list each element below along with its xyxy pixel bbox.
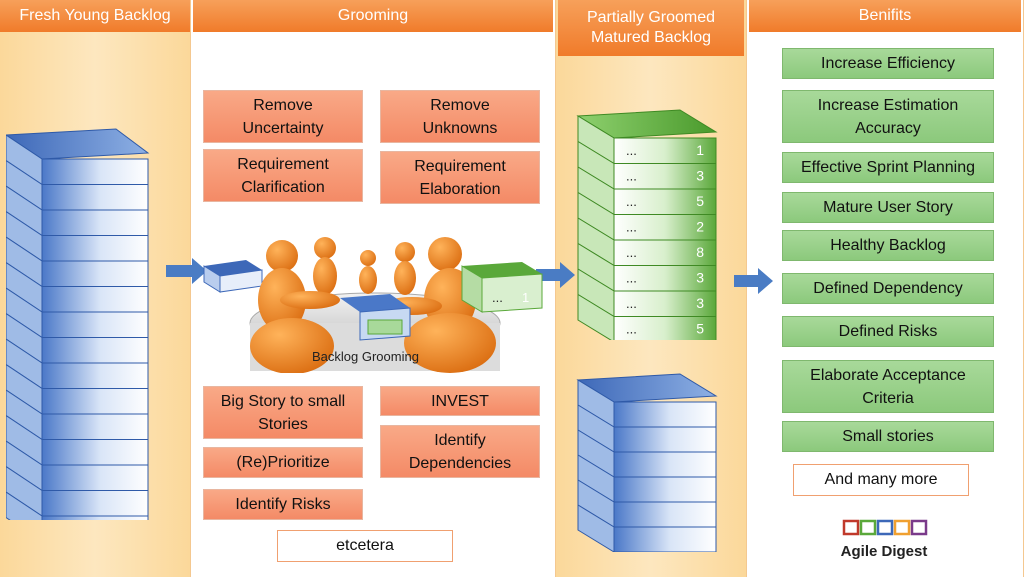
matured-item-label: ... — [626, 322, 637, 337]
matured-item-value: 2 — [696, 219, 704, 235]
matured-item: ... 3 — [577, 268, 717, 318]
arrow-to-grooming — [166, 258, 207, 284]
grooming-item: Requirement Clarification — [203, 149, 363, 202]
matured-backlog-stack: ... 1... 3... 5... 2... 8... 3... 3... 5 — [576, 109, 718, 340]
grooming-item: (Re)Prioritize — [203, 447, 363, 478]
matured-item: ... 3 — [577, 140, 717, 190]
matured-item-value: 3 — [696, 168, 704, 184]
matured-item-value: 3 — [696, 295, 704, 311]
benefit-item: Healthy Backlog — [782, 230, 994, 261]
meeting-figures-image: ... 1 Backlog Grooming — [203, 237, 543, 374]
benefit-item: Elaborate Acceptance Criteria — [782, 360, 994, 413]
backlog-slab — [6, 338, 149, 390]
matured-item-label: ... — [626, 169, 637, 184]
benefit-item: Small stories — [782, 421, 994, 452]
grooming-item: Remove Unknowns — [380, 90, 540, 143]
benefit-item: Defined Dependency — [782, 273, 994, 304]
groomed-item-number: 1 — [522, 290, 529, 305]
benefit-item: Defined Risks — [782, 316, 994, 347]
matured-item-label: ... — [626, 245, 637, 260]
backlog-slab — [6, 389, 149, 441]
backlog-slab — [6, 236, 149, 288]
backlog-slab — [6, 210, 149, 262]
benefits-more: And many more — [793, 464, 969, 496]
groomed-item-label: ... — [492, 290, 503, 305]
backlog-slab — [6, 312, 149, 364]
matured-item-label: ... — [626, 271, 637, 286]
remaining-backlog-stack — [576, 373, 718, 552]
matured-item-label: ... — [626, 194, 637, 209]
matured-item-value: 1 — [696, 142, 704, 158]
matured-item-label: ... — [626, 220, 637, 235]
matured-item: ... 2 — [577, 191, 717, 241]
header-grooming: Grooming — [193, 0, 553, 32]
logo-boxes-icon — [842, 519, 928, 536]
benefit-item: Effective Sprint Planning — [782, 152, 994, 183]
grooming-item: Remove Uncertainty — [203, 90, 363, 143]
matured-item-label: ... — [626, 143, 637, 158]
backlog-slab — [6, 159, 149, 211]
grooming-etcetera: etcetera — [277, 530, 453, 562]
grooming-item: INVEST — [380, 386, 540, 416]
header-benefits: Benifits — [749, 0, 1021, 32]
backlog-slab — [6, 185, 149, 237]
backlog-grooming-illustration: ... 1 Backlog Grooming — [200, 228, 550, 374]
backlog-slab — [6, 440, 149, 492]
fresh-backlog-stack — [6, 128, 150, 520]
matured-item-value: 5 — [696, 193, 704, 209]
agile-digest-logo: Agile Digest — [828, 518, 940, 560]
arrow-to-benefits — [734, 268, 773, 294]
header-fresh-backlog: Fresh Young Backlog — [0, 0, 190, 32]
backlog-slab — [6, 491, 149, 520]
grooming-item: Requirement Elaboration — [380, 151, 540, 204]
illustration-caption: Backlog Grooming — [312, 349, 419, 364]
matured-item-value: 3 — [696, 270, 704, 286]
grooming-item: Big Story to small Stories — [203, 386, 363, 439]
matured-item: ... 8 — [577, 217, 717, 267]
header-partial-backlog: Partially Groomed Matured Backlog — [558, 0, 744, 56]
arrow-to-partial — [536, 262, 575, 288]
matured-item: ... 5 — [577, 293, 717, 340]
benefit-item: Increase Efficiency — [782, 48, 994, 79]
backlog-slab — [577, 504, 717, 552]
logo-text: Agile Digest — [840, 543, 928, 560]
benefit-item: Mature User Story — [782, 192, 994, 223]
matured-item-value: 5 — [696, 321, 704, 337]
backlog-slab — [6, 465, 149, 517]
matured-item: ... 1 — [577, 115, 717, 165]
benefit-item: Increase Estimation Accuracy — [782, 90, 994, 143]
matured-item-value: 8 — [696, 244, 704, 260]
backlog-slab — [577, 429, 717, 478]
grooming-item: Identify Risks — [203, 489, 363, 520]
matured-item: ... 3 — [577, 242, 717, 292]
backlog-slab — [577, 479, 717, 528]
backlog-slab — [6, 363, 149, 415]
grooming-item: Identify Dependencies — [380, 425, 540, 478]
matured-item-label: ... — [626, 296, 637, 311]
backlog-slab — [6, 287, 149, 339]
